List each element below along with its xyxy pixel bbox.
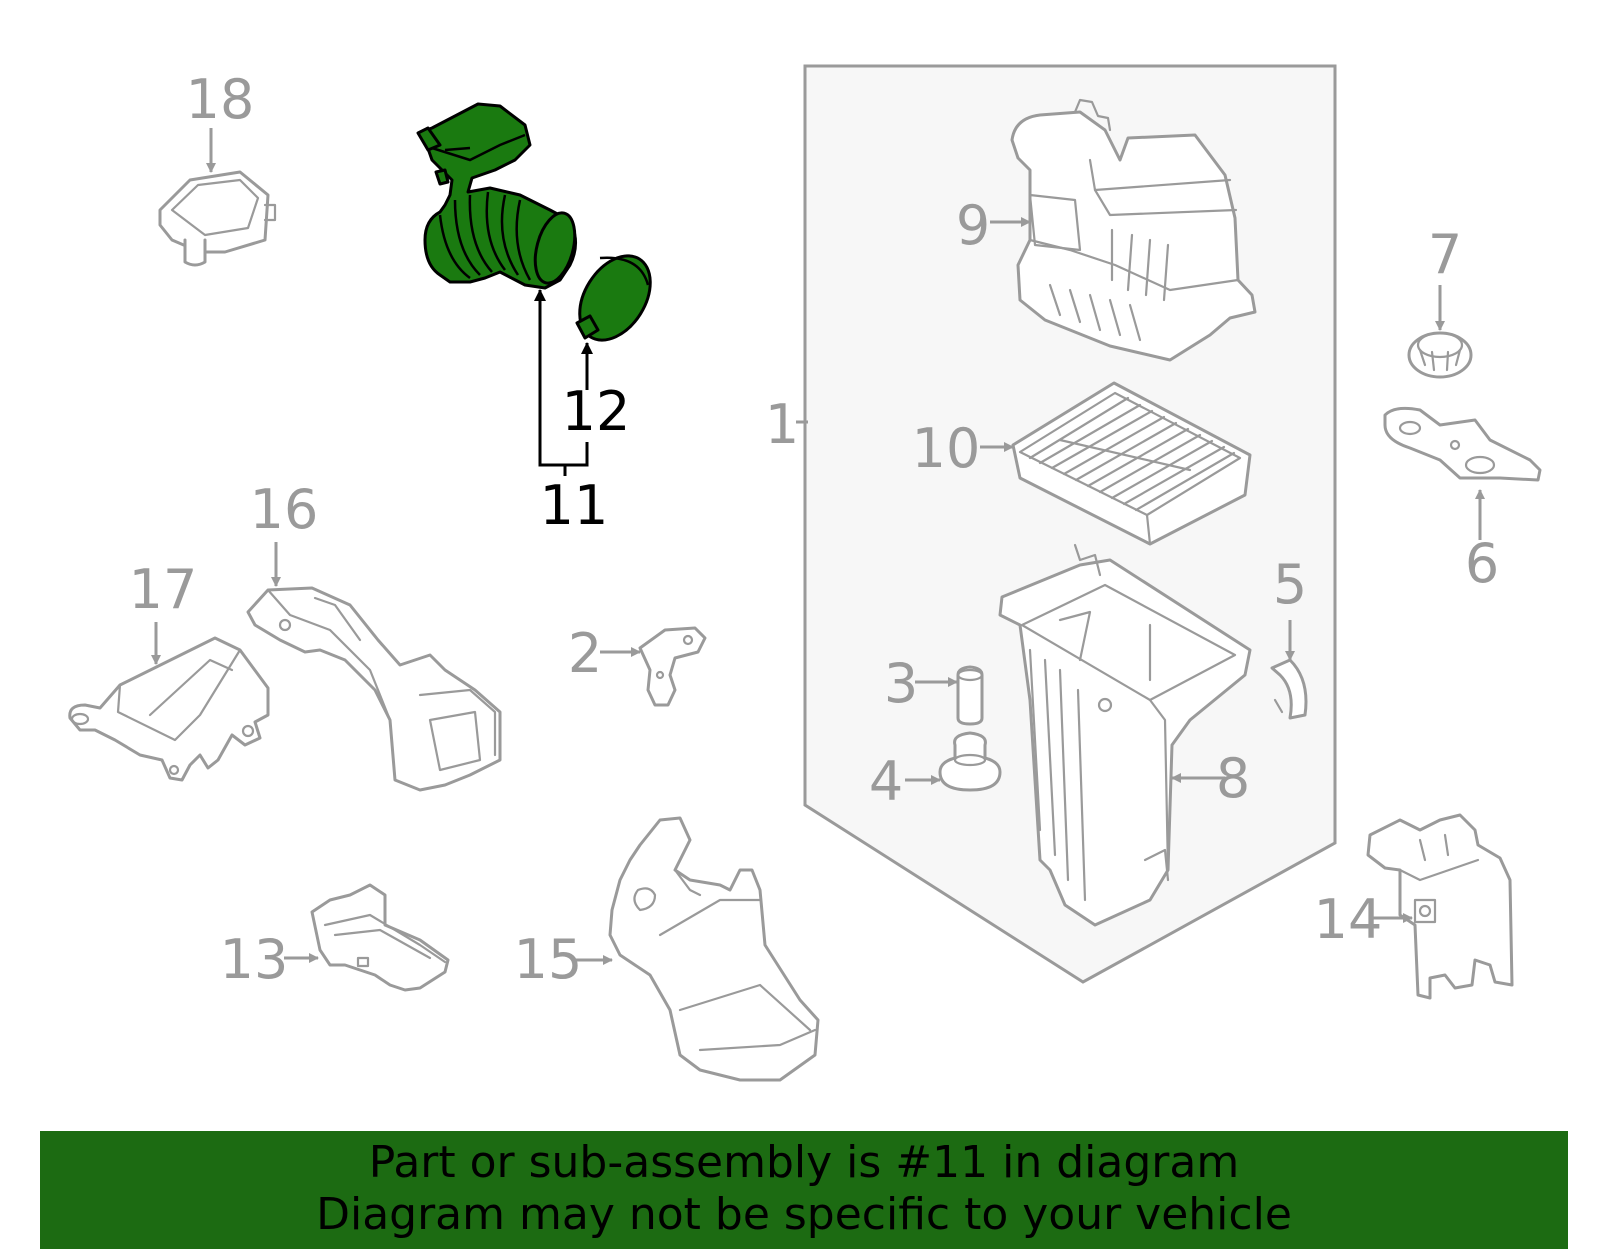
callout-16: 16 <box>250 478 319 541</box>
part-8-lower-housing[interactable] <box>998 543 1252 927</box>
callout-3: 3 <box>884 652 918 715</box>
part-18-sensor[interactable] <box>158 170 277 267</box>
callout-13: 13 <box>220 928 289 991</box>
part-16-duct[interactable] <box>246 586 502 792</box>
part-7-nut[interactable] <box>1407 331 1473 379</box>
callout-17: 17 <box>129 558 198 621</box>
callout-10: 10 <box>912 417 981 480</box>
banner-line-1: Part or sub-assembly is #11 in diagram <box>368 1137 1240 1188</box>
part-10-filter-element[interactable] <box>1011 381 1252 546</box>
part-11-highlighted-duct[interactable] <box>416 102 582 290</box>
bracket-11-12 <box>565 442 589 467</box>
part-12-highlighted-clamp[interactable] <box>565 243 665 353</box>
callout-8: 8 <box>1216 747 1250 810</box>
arrow-11 <box>534 289 565 467</box>
callout-2: 2 <box>568 622 602 685</box>
part-9-upper-housing[interactable] <box>1010 98 1257 362</box>
callout-12: 12 <box>562 380 631 443</box>
part-4-grommet[interactable] <box>938 731 1002 792</box>
part-13-duct[interactable] <box>310 883 450 992</box>
part-15-duct[interactable] <box>608 816 820 1082</box>
callout-11: 11 <box>540 474 609 537</box>
callout-5: 5 <box>1273 553 1307 616</box>
part-2-bracket[interactable] <box>638 626 707 707</box>
callout-9: 9 <box>956 194 990 257</box>
banner-line-2: Diagram may not be specific to your vehi… <box>316 1189 1292 1240</box>
callout-18: 18 <box>186 68 255 131</box>
callout-1: 1 <box>765 393 799 456</box>
part-6-bracket[interactable] <box>1383 406 1542 482</box>
notice-banner: Part or sub-assembly is #11 in diagram D… <box>40 1131 1568 1249</box>
callout-7: 7 <box>1428 223 1462 286</box>
part-5-clip[interactable] <box>1270 658 1308 720</box>
callout-4: 4 <box>869 750 903 813</box>
part-17-cover[interactable] <box>68 636 270 782</box>
callout-15: 15 <box>514 928 583 991</box>
part-3-sleeve[interactable] <box>956 665 984 726</box>
callout-14: 14 <box>1314 888 1383 951</box>
part-14-resonator[interactable] <box>1366 813 1514 1000</box>
callout-6: 6 <box>1465 532 1499 595</box>
